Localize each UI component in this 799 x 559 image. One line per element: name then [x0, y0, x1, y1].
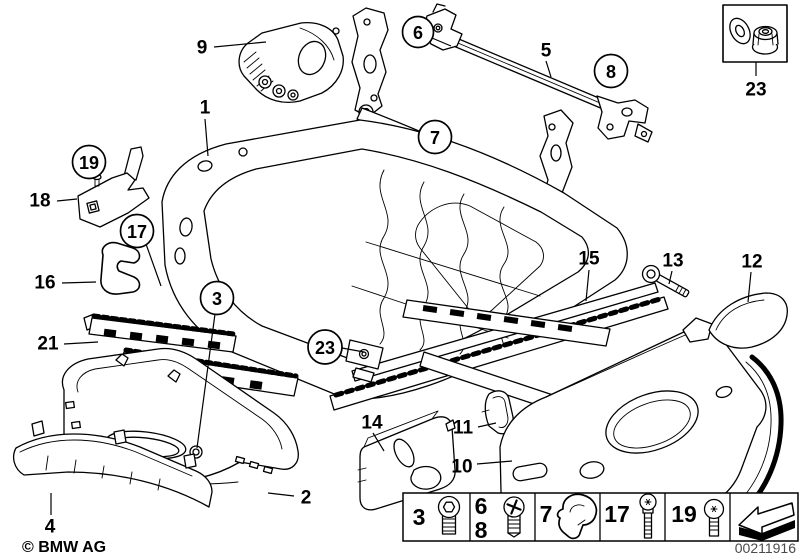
diagram-number: 00211916 — [735, 540, 796, 556]
callout-9[interactable]: 9 — [197, 38, 208, 59]
callout-label[interactable]: 18 — [29, 191, 50, 212]
callout-label[interactable]: 16 — [34, 273, 55, 294]
callout-12[interactable]: 12 — [741, 252, 762, 273]
callout-11[interactable]: 11 — [453, 418, 474, 439]
part-backrest-bracket-left — [351, 7, 389, 120]
callout-label[interactable]: 2 — [301, 488, 312, 509]
callout-label[interactable]: 5 — [541, 41, 552, 62]
legend-cell-arrow — [738, 502, 795, 541]
callout-23-rail[interactable]: 23 — [307, 329, 343, 365]
part-switch-housing — [357, 410, 456, 511]
part-cover-12 — [708, 292, 788, 349]
legend-number[interactable]: 17 — [604, 501, 630, 527]
legend-number[interactable]: 3 — [413, 504, 426, 530]
callout-19[interactable]: 19 — [71, 144, 107, 180]
leader-lines — [50, 37, 757, 515]
callout-label[interactable]: 17 — [127, 222, 147, 242]
spring-clip-icon — [556, 493, 598, 540]
callout-label[interactable]: 12 — [741, 252, 762, 273]
callout-label[interactable]: 7 — [430, 128, 440, 148]
callout-label[interactable]: 13 — [662, 251, 683, 272]
phillips-screw-icon — [503, 496, 525, 538]
fastener-legend: 3 6 8 7 — [402, 492, 799, 543]
callout-1[interactable]: 1 — [200, 98, 211, 119]
seat-springs — [351, 169, 544, 357]
callout-label[interactable]: 6 — [413, 23, 423, 43]
legend-number[interactable]: 6 — [475, 493, 488, 519]
callout-7[interactable]: 7 — [417, 119, 453, 155]
callout-label[interactable]: 23 — [745, 80, 766, 101]
copyright-text: © BMW AG — [22, 539, 106, 556]
callout-circle — [307, 329, 343, 365]
part-clamp — [100, 241, 141, 295]
part-torsion-bar — [422, 3, 653, 143]
legend-number[interactable]: 19 — [671, 501, 697, 527]
pan-head-screw-icon — [703, 498, 725, 537]
callout-21[interactable]: 21 — [37, 334, 59, 355]
callout-13[interactable]: 13 — [662, 251, 683, 272]
legend-number[interactable]: 7 — [540, 501, 553, 527]
callout-4[interactable]: 4 — [45, 517, 56, 538]
callout-circle — [417, 119, 453, 155]
legend-cell-6-8[interactable]: 6 8 — [475, 493, 525, 543]
callout-16[interactable]: 16 — [34, 273, 55, 294]
callout-15[interactable]: 15 — [578, 249, 600, 270]
legend-cell-17[interactable]: 17 — [604, 493, 657, 539]
callout-8[interactable]: 8 — [593, 53, 629, 89]
callout-circle — [401, 15, 435, 49]
part-front-trim — [13, 420, 213, 508]
socket-head-screw-icon — [437, 495, 461, 535]
callout-3[interactable]: 3 — [199, 280, 235, 316]
callout-label[interactable]: 11 — [453, 418, 474, 439]
legend-cell-19[interactable]: 19 — [671, 498, 725, 537]
callout-label[interactable]: 1 — [200, 98, 211, 119]
callout-label[interactable]: 10 — [451, 457, 472, 478]
callout-5[interactable]: 5 — [541, 41, 552, 62]
callout-circle — [199, 280, 235, 316]
part-bolt-13 — [641, 264, 690, 298]
callout-circle — [119, 213, 155, 249]
callout-14[interactable]: 14 — [361, 413, 383, 434]
callout-6[interactable]: 6 — [401, 15, 435, 49]
callout-label[interactable]: 23 — [315, 338, 335, 358]
callout-label[interactable]: 14 — [361, 413, 383, 434]
washer-icon — [729, 17, 751, 45]
callout-18[interactable]: 18 — [29, 191, 50, 212]
callout-23-inset[interactable]: 23 — [745, 80, 766, 101]
callout-label[interactable]: 3 — [212, 289, 222, 309]
part-actuator-assembly — [238, 22, 344, 104]
flange-nut-icon — [751, 25, 779, 55]
callout-label[interactable]: 15 — [578, 249, 600, 270]
callout-label[interactable]: 19 — [79, 153, 99, 173]
callout-label[interactable]: 9 — [197, 38, 208, 59]
legend-cell-7[interactable]: 7 — [540, 493, 598, 540]
callout-label[interactable]: 21 — [37, 334, 59, 355]
direction-arrow-icon — [738, 502, 795, 541]
inset-hardware-box — [722, 4, 788, 63]
legend-number[interactable]: 8 — [475, 517, 488, 543]
legend-cell-3[interactable]: 3 — [413, 495, 461, 535]
torx-screw-icon — [639, 493, 657, 539]
callout-circle — [71, 144, 107, 180]
callout-2[interactable]: 2 — [301, 488, 312, 509]
callout-17[interactable]: 17 — [119, 213, 155, 249]
callout-label[interactable]: 8 — [606, 62, 616, 82]
part-side-panel — [499, 317, 784, 527]
callout-10[interactable]: 10 — [451, 457, 472, 478]
callout-circle — [593, 53, 629, 89]
callout-label[interactable]: 4 — [45, 517, 56, 538]
